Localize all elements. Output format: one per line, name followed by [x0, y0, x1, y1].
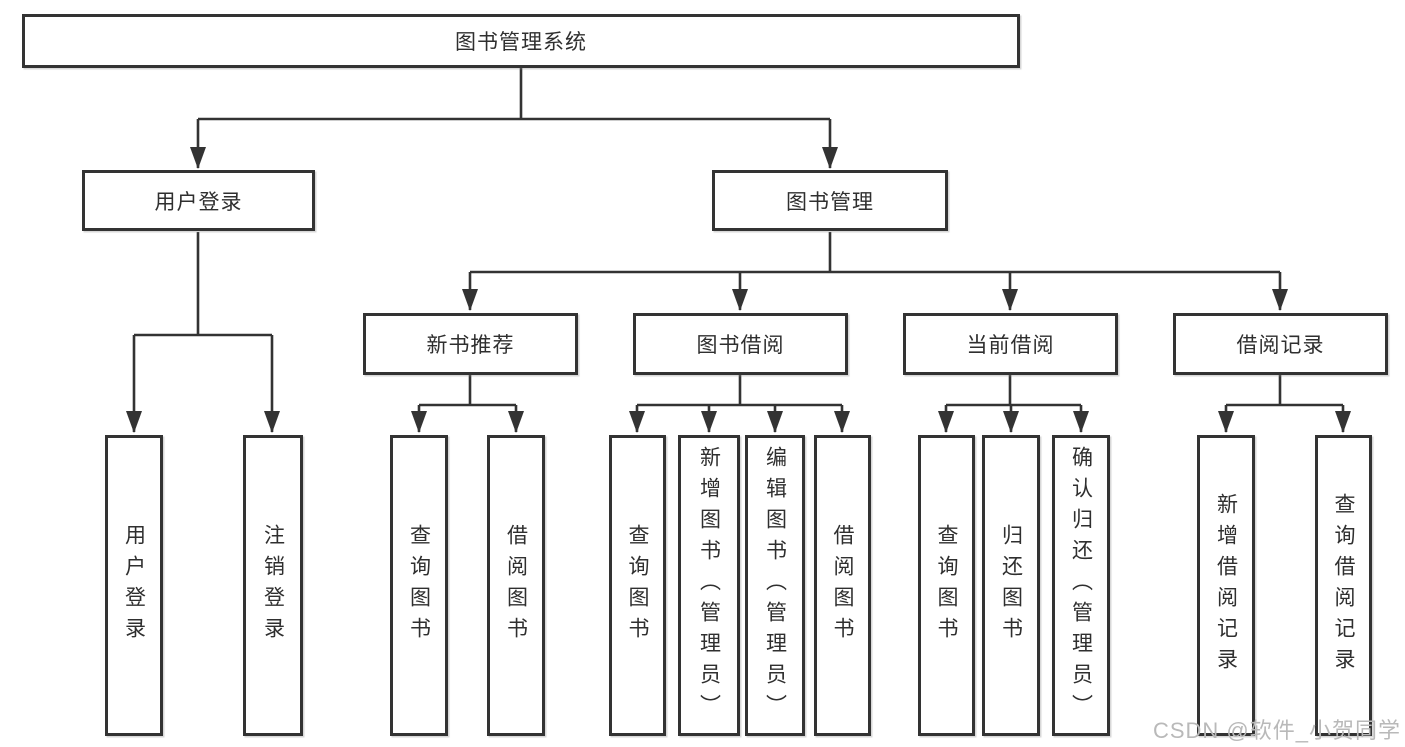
node-leaf-bb-borrow-book-label: 借阅图书	[831, 523, 854, 648]
node-leaf-br-query-record: 查询借阅记录	[1315, 435, 1372, 736]
node-leaf-bb-add-book-admin-label: 新增图书（管理员）	[697, 446, 721, 725]
node-current-borrow: 当前借阅	[903, 313, 1118, 375]
node-new-book-recommend: 新书推荐	[363, 313, 578, 375]
node-leaf-user-login-label: 用户登录	[122, 523, 146, 648]
node-leaf-br-add-record: 新增借阅记录	[1197, 435, 1255, 736]
node-user-login: 用户登录	[82, 170, 315, 231]
node-leaf-bb-query-book-label: 查询图书	[626, 523, 649, 648]
node-leaf-bb-edit-book-admin-label: 编辑图书（管理员）	[763, 446, 787, 725]
node-borrow-record: 借阅记录	[1173, 313, 1388, 375]
node-leaf-logout-label: 注销登录	[261, 523, 285, 648]
node-root: 图书管理系统	[22, 14, 1020, 68]
node-book-borrow: 图书借阅	[633, 313, 848, 375]
node-leaf-br-query-record-label: 查询借阅记录	[1332, 492, 1355, 679]
node-leaf-bb-query-book: 查询图书	[609, 435, 666, 736]
node-leaf-cb-confirm-return-admin-label: 确认归还（管理员）	[1069, 446, 1093, 725]
node-leaf-bb-edit-book-admin: 编辑图书（管理员）	[745, 435, 805, 736]
node-leaf-cb-return-book: 归还图书	[982, 435, 1040, 736]
node-leaf-nb-query-book-label: 查询图书	[407, 523, 431, 648]
node-leaf-bb-borrow-book: 借阅图书	[814, 435, 871, 736]
node-leaf-cb-return-book-label: 归还图书	[999, 523, 1023, 648]
node-leaf-nb-borrow-book: 借阅图书	[487, 435, 545, 736]
node-book-management: 图书管理	[712, 170, 948, 231]
node-leaf-bb-add-book-admin: 新增图书（管理员）	[678, 435, 740, 736]
node-leaf-cb-confirm-return-admin: 确认归还（管理员）	[1052, 435, 1110, 736]
node-leaf-user-login: 用户登录	[105, 435, 163, 736]
node-leaf-nb-borrow-book-label: 借阅图书	[504, 523, 528, 648]
csdn-watermark: CSDN @软件_小贺同学	[1152, 718, 1401, 743]
node-leaf-cb-query-book: 查询图书	[918, 435, 975, 736]
node-leaf-logout: 注销登录	[243, 435, 303, 736]
node-leaf-br-add-record-label: 新增借阅记录	[1214, 492, 1238, 679]
node-leaf-nb-query-book: 查询图书	[390, 435, 448, 736]
node-leaf-cb-query-book-label: 查询图书	[935, 523, 958, 648]
